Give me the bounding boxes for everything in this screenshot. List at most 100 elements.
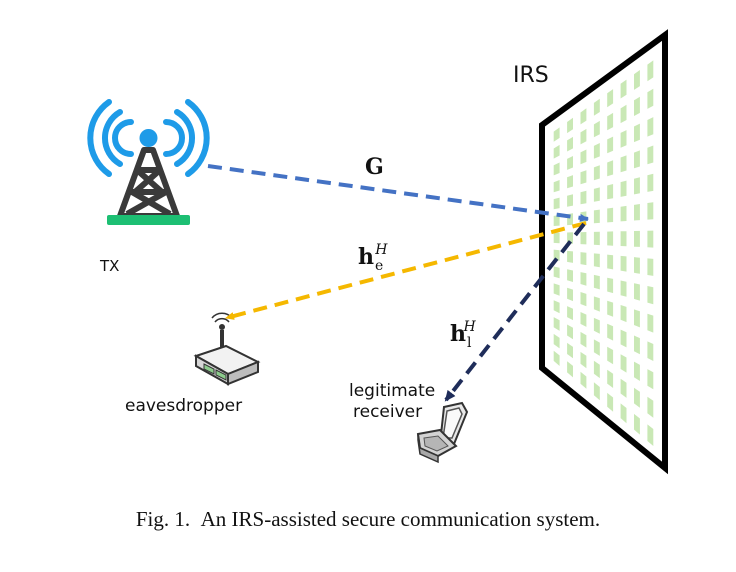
irs-element bbox=[647, 258, 654, 276]
irs-label: IRS bbox=[513, 63, 549, 88]
irs-element bbox=[567, 250, 573, 263]
irs-element bbox=[593, 339, 600, 356]
irs-element bbox=[647, 369, 654, 390]
irs-element bbox=[593, 231, 600, 246]
irs-element bbox=[553, 197, 560, 210]
irs-element bbox=[553, 333, 560, 349]
irs-element bbox=[607, 112, 614, 131]
irs-element bbox=[580, 190, 587, 205]
irs-element bbox=[634, 309, 640, 328]
irs-element bbox=[580, 128, 587, 145]
radio-tower-icon bbox=[87, 99, 210, 225]
channel-hl-subscript: l bbox=[467, 335, 472, 351]
irs-element bbox=[553, 283, 560, 296]
irs-element bbox=[634, 204, 640, 221]
irs-element bbox=[593, 296, 600, 312]
irs-element bbox=[593, 253, 600, 268]
wireless-router-icon bbox=[193, 312, 261, 386]
irs-element bbox=[553, 317, 560, 331]
irs-element bbox=[607, 160, 614, 177]
irs-element bbox=[634, 387, 640, 408]
irs-element bbox=[593, 143, 600, 159]
irs-element bbox=[607, 369, 614, 388]
irs-element bbox=[607, 300, 614, 317]
channel-hl-label: hlH bbox=[450, 319, 483, 351]
irs-element bbox=[634, 335, 640, 355]
irs-element bbox=[620, 305, 627, 323]
irs-element bbox=[634, 413, 640, 435]
irs-element bbox=[607, 184, 614, 200]
irs-element bbox=[567, 175, 573, 189]
irs-element bbox=[620, 205, 627, 222]
irs-element bbox=[607, 207, 614, 223]
irs-element bbox=[567, 306, 573, 321]
irs-element bbox=[580, 232, 587, 245]
irs-element bbox=[620, 155, 627, 173]
irs-element bbox=[553, 144, 560, 159]
irs-element bbox=[634, 96, 640, 116]
irs-element bbox=[607, 136, 614, 154]
irs-element bbox=[634, 361, 640, 381]
irs-element bbox=[607, 277, 614, 294]
caption-text: An IRS-assisted secure communication sys… bbox=[200, 507, 601, 531]
irs-element bbox=[567, 194, 573, 207]
irs-element bbox=[593, 98, 600, 116]
irs-element bbox=[607, 254, 614, 270]
irs-element bbox=[553, 300, 560, 314]
irs-element bbox=[647, 230, 654, 248]
irs-element bbox=[620, 403, 627, 424]
channel-hl-arrow bbox=[444, 222, 586, 402]
irs-element bbox=[647, 396, 654, 418]
irs-element-grid bbox=[553, 60, 654, 446]
channel-he-subscript: e bbox=[375, 258, 384, 274]
channel-hl-symbol: h bbox=[450, 321, 466, 347]
irs-element bbox=[647, 341, 654, 361]
irs-element bbox=[607, 392, 614, 412]
irs-element bbox=[620, 354, 627, 373]
irs-element bbox=[553, 180, 560, 193]
irs-element bbox=[580, 149, 587, 165]
irs-element bbox=[647, 145, 654, 165]
irs-element bbox=[580, 371, 587, 389]
channel-g-label: G bbox=[365, 154, 384, 180]
irs-element bbox=[647, 202, 654, 220]
irs-element bbox=[580, 331, 587, 348]
irs-element bbox=[607, 323, 614, 341]
eavesdropper-label: eavesdropper bbox=[125, 396, 243, 416]
irs-element bbox=[593, 209, 600, 224]
irs-element bbox=[647, 286, 654, 305]
irs-element bbox=[567, 156, 573, 170]
irs-element bbox=[620, 104, 627, 124]
irs-element bbox=[634, 283, 640, 301]
irs-element bbox=[553, 215, 560, 226]
irs-element bbox=[567, 136, 573, 152]
irs-element bbox=[567, 269, 573, 282]
irs-element bbox=[593, 120, 600, 138]
irs-element bbox=[620, 378, 627, 398]
irs-surface bbox=[539, 29, 668, 475]
irs-element bbox=[567, 342, 573, 359]
irs-element bbox=[647, 313, 654, 333]
irs-element bbox=[620, 231, 627, 247]
irs-element bbox=[620, 280, 627, 297]
irs-element bbox=[580, 252, 587, 266]
caption-prefix: Fig. 1. bbox=[135, 507, 191, 531]
irs-element bbox=[593, 360, 600, 379]
irs-element bbox=[553, 232, 560, 244]
channel-he-arrow bbox=[225, 221, 587, 320]
irs-element bbox=[647, 60, 654, 82]
flip-phone-icon bbox=[416, 401, 469, 464]
irs-element bbox=[580, 292, 587, 307]
irs-element bbox=[634, 70, 640, 90]
irs-element bbox=[593, 274, 600, 290]
irs-element bbox=[634, 257, 640, 274]
irs-element bbox=[593, 317, 600, 334]
irs-element bbox=[593, 382, 600, 401]
irs-element bbox=[567, 117, 573, 134]
irs-element bbox=[553, 266, 560, 279]
irs-element bbox=[567, 324, 573, 340]
irs-element bbox=[607, 89, 614, 108]
irs-element bbox=[580, 351, 587, 369]
irs-element bbox=[647, 117, 654, 137]
irs-frame bbox=[539, 29, 668, 475]
